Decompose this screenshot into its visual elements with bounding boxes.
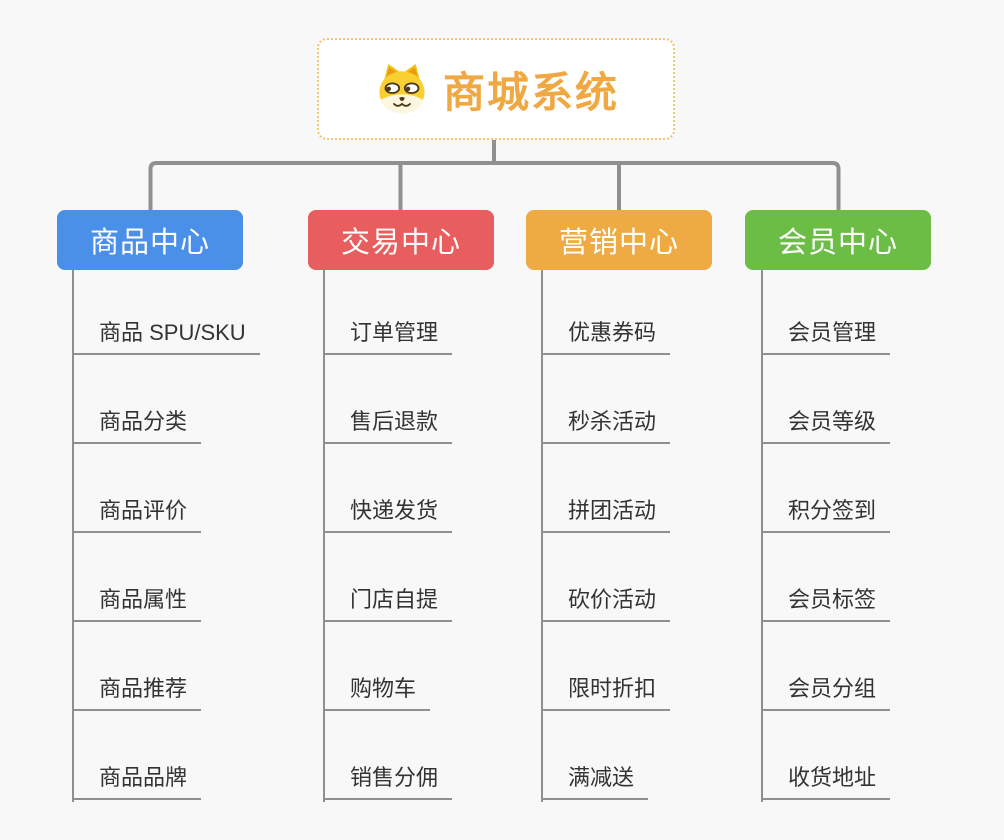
leaf-node[interactable]: 满减送 (541, 765, 649, 801)
branch-node-trade-center[interactable]: 交易中心 (308, 210, 494, 270)
leaf-node[interactable]: 砍价活动 (541, 587, 671, 623)
leaf-node[interactable]: 限时折扣 (541, 676, 671, 712)
branch-node-product-center[interactable]: 商品中心 (57, 210, 243, 270)
leaf-node[interactable]: 商品分类 (72, 409, 202, 445)
root-title: 商城系统 (442, 68, 619, 116)
leaf-node[interactable]: 会员分组 (761, 676, 891, 712)
leaf-node[interactable]: 会员标签 (761, 587, 891, 623)
doge-icon (379, 64, 425, 114)
branch-node-member-center[interactable]: 会员中心 (745, 210, 931, 270)
branch-trunk-line (761, 270, 763, 802)
leaf-node[interactable]: 收货地址 (761, 765, 891, 801)
leaf-node[interactable]: 销售分佣 (323, 765, 453, 801)
leaf-node[interactable]: 购物车 (323, 676, 431, 712)
leaf-node[interactable]: 商品 SPU/SKU (72, 320, 260, 356)
leaf-node[interactable]: 商品推荐 (72, 676, 202, 712)
leaf-node[interactable]: 商品属性 (72, 587, 202, 623)
leaf-node[interactable]: 商品评价 (72, 498, 202, 534)
leaf-node[interactable]: 商品品牌 (72, 765, 202, 801)
leaf-node[interactable]: 快递发货 (323, 498, 453, 534)
root-node[interactable]: 商城系统 (317, 38, 675, 140)
branch-trunk-line (323, 270, 325, 802)
leaf-node[interactable]: 订单管理 (323, 320, 453, 356)
leaf-node[interactable]: 优惠券码 (541, 320, 671, 356)
leaf-node[interactable]: 售后退款 (323, 409, 453, 445)
branch-trunk-line (541, 270, 543, 802)
leaf-node[interactable]: 秒杀活动 (541, 409, 671, 445)
leaf-node[interactable]: 拼团活动 (541, 498, 671, 534)
branch-trunk-line (72, 270, 74, 802)
leaf-node[interactable]: 会员管理 (761, 320, 891, 356)
leaf-node[interactable]: 会员等级 (761, 409, 891, 445)
leaf-node[interactable]: 门店自提 (323, 587, 453, 623)
leaf-node[interactable]: 积分签到 (761, 498, 891, 534)
branch-node-marketing-center[interactable]: 营销中心 (526, 210, 712, 270)
